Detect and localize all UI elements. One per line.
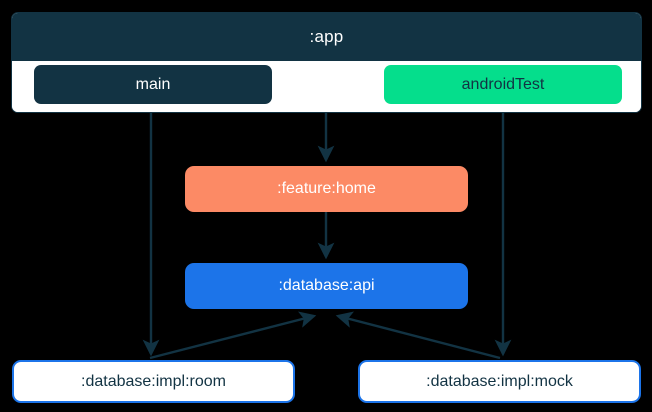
module-app-sourcesets: main androidTest [12,61,641,112]
module-database-api[interactable]: :database:api [185,263,468,309]
module-database-impl-room[interactable]: :database:impl:room [12,360,295,403]
edge-database-impl-mock-to-database-api [335,311,501,360]
sourceset-androidtest[interactable]: androidTest [384,65,622,104]
module-feature-home[interactable]: :feature:home [185,166,468,212]
sourceset-main[interactable]: main [34,65,272,104]
module-app-title: :app [12,13,641,61]
module-database-impl-mock[interactable]: :database:impl:mock [358,360,641,403]
edge-database-impl-room-to-database-api [149,311,317,360]
module-app[interactable]: :app main androidTest [11,12,642,113]
